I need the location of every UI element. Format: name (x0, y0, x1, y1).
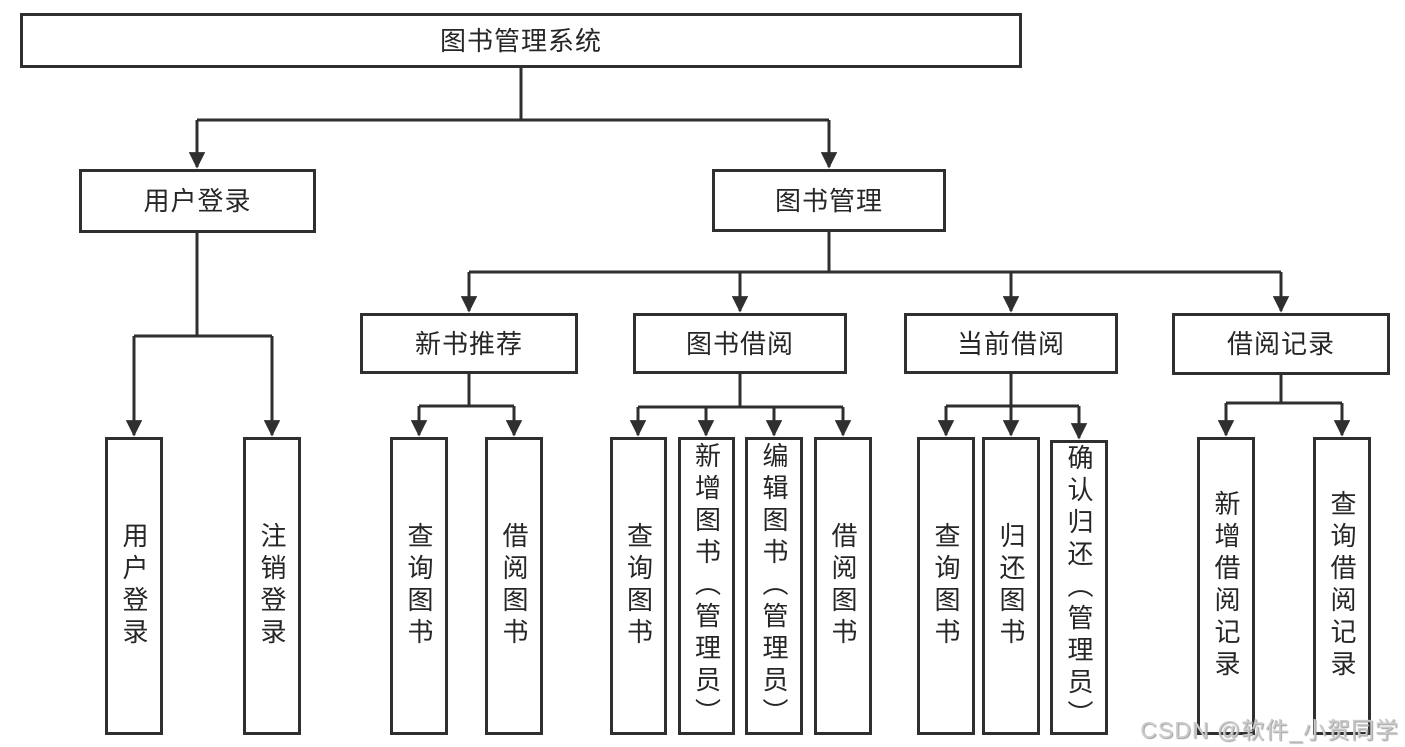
node-new-book-recommend-label: 新书推荐 (414, 328, 523, 359)
node-book-management-label: 图书管理 (774, 185, 883, 216)
edge-root-bar (197, 68, 829, 122)
node-root: 图书管理系统 (20, 13, 1022, 68)
leaf-cb-confirm-return: 确认归还（管理员） (1050, 440, 1108, 735)
leaf-nb-query-books-label: 查询图书 (404, 522, 434, 650)
leaf-br-query-record-label: 查询借阅记录 (1327, 490, 1357, 682)
leaf-cb-query-books-label: 查询图书 (931, 522, 961, 650)
leaf-cb-return-books: 归还图书 (982, 437, 1040, 735)
node-borrow-records: 借阅记录 (1172, 313, 1390, 375)
leaf-nb-borrow-books: 借阅图书 (485, 437, 543, 735)
leaf-user-login: 用户登录 (105, 437, 163, 735)
node-root-label: 图书管理系统 (439, 25, 602, 56)
node-book-borrow-label: 图书借阅 (685, 328, 794, 359)
edge-user-login-bar (134, 233, 272, 338)
node-user-login: 用户登录 (79, 169, 316, 233)
node-book-borrow: 图书借阅 (633, 313, 847, 374)
leaf-cb-query-books: 查询图书 (917, 437, 975, 735)
leaf-logout: 注销登录 (243, 437, 301, 735)
edge-borrow-records-bar (1226, 375, 1342, 405)
leaf-bb-query-books: 查询图书 (610, 437, 667, 735)
edge-new-book-bar (419, 374, 514, 408)
leaf-cb-confirm-return-label: 确认归还（管理员） (1064, 443, 1094, 732)
node-book-management: 图书管理 (712, 169, 946, 232)
leaf-br-add-record-label: 新增借阅记录 (1211, 490, 1241, 682)
leaf-bb-edit-books: 编辑图书（管理员） (745, 437, 803, 735)
leaf-nb-borrow-books-label: 借阅图书 (499, 522, 529, 650)
leaf-bb-query-books-label: 查询图书 (623, 522, 654, 650)
leaf-user-login-label: 用户登录 (119, 522, 149, 650)
leaf-bb-edit-books-label: 编辑图书（管理员） (759, 442, 789, 730)
leaf-logout-label: 注销登录 (257, 522, 287, 650)
node-borrow-records-label: 借阅记录 (1226, 329, 1335, 359)
edge-current-borrow-bar (946, 374, 1079, 408)
leaf-cb-return-books-label: 归还图书 (996, 522, 1026, 650)
node-new-book-recommend: 新书推荐 (360, 313, 578, 374)
leaf-br-add-record: 新增借阅记录 (1197, 437, 1255, 735)
leaf-bb-add-books: 新增图书（管理员） (678, 437, 735, 735)
node-user-login-label: 用户登录 (143, 186, 252, 216)
edge-book-management-bar (469, 232, 1281, 274)
leaf-nb-query-books: 查询图书 (390, 437, 448, 735)
node-current-borrow: 当前借阅 (904, 313, 1118, 374)
leaf-bb-borrow-books-label: 借阅图书 (828, 522, 858, 650)
leaf-bb-add-books-label: 新增图书（管理员） (691, 442, 722, 730)
leaf-bb-borrow-books: 借阅图书 (814, 437, 872, 735)
leaf-br-query-record: 查询借阅记录 (1313, 437, 1371, 735)
edge-book-borrow-bar (638, 374, 843, 409)
node-current-borrow-label: 当前借阅 (956, 328, 1065, 359)
